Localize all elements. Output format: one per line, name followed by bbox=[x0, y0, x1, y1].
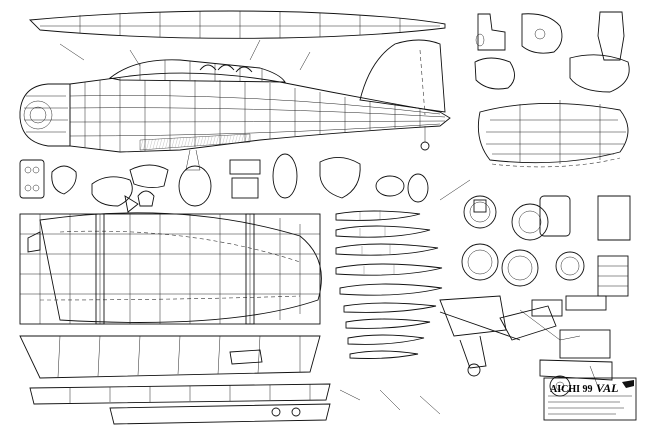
small-parts-row bbox=[19, 153, 429, 213]
plan-subtitle: VAL bbox=[596, 381, 618, 395]
landing-gear-detail bbox=[439, 295, 613, 397]
title-block: AICHI 99 VAL bbox=[543, 377, 637, 421]
fuselage-formers bbox=[461, 195, 631, 297]
fuselage-top-view bbox=[29, 10, 446, 39]
wing-rib-templates bbox=[335, 210, 443, 359]
flap-and-aileron-panels bbox=[19, 335, 331, 425]
fuselage-side-view bbox=[19, 39, 451, 171]
plan-title: AICHI 99 bbox=[550, 384, 593, 395]
wing-plan-view bbox=[19, 212, 322, 325]
annotation-leaders bbox=[59, 39, 471, 415]
tail-parts-cluster bbox=[474, 11, 630, 168]
